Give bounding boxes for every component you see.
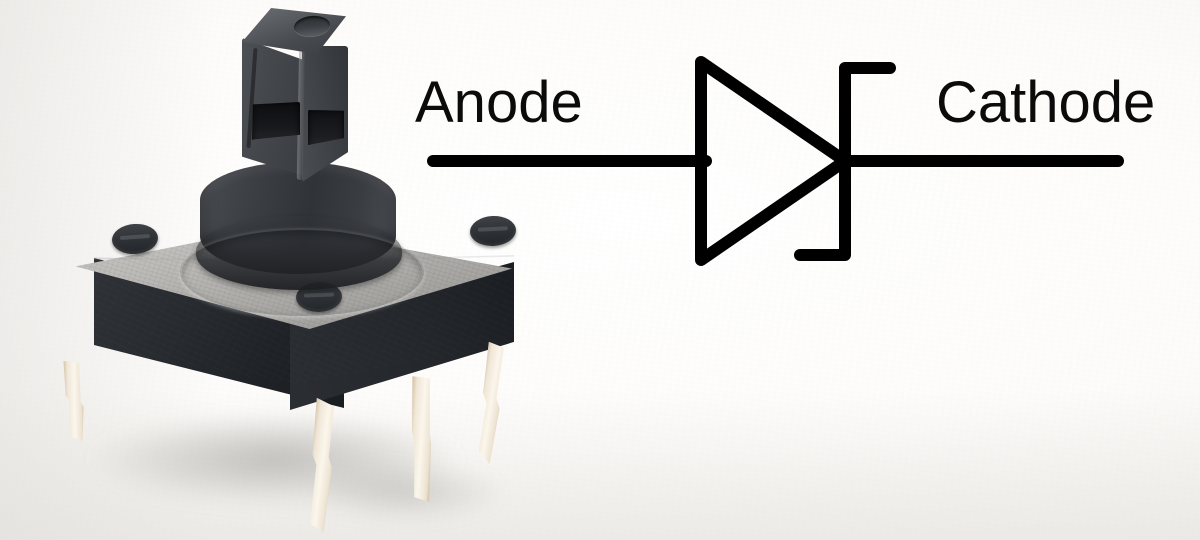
switch-boss-seating-ring <box>180 228 424 316</box>
plunger-left-window <box>252 102 300 140</box>
tactile-push-button-switch-photo <box>40 0 540 540</box>
plunger-right-window <box>308 110 344 145</box>
cathode-label: Cathode <box>936 70 1156 135</box>
switch-rivet-top-right <box>469 214 517 248</box>
switch-rivet-top-left <box>111 222 159 256</box>
anode-label: Anode <box>415 70 583 135</box>
photo-vignette-bottom <box>0 390 1200 540</box>
switch-plunger-cap <box>236 8 354 188</box>
